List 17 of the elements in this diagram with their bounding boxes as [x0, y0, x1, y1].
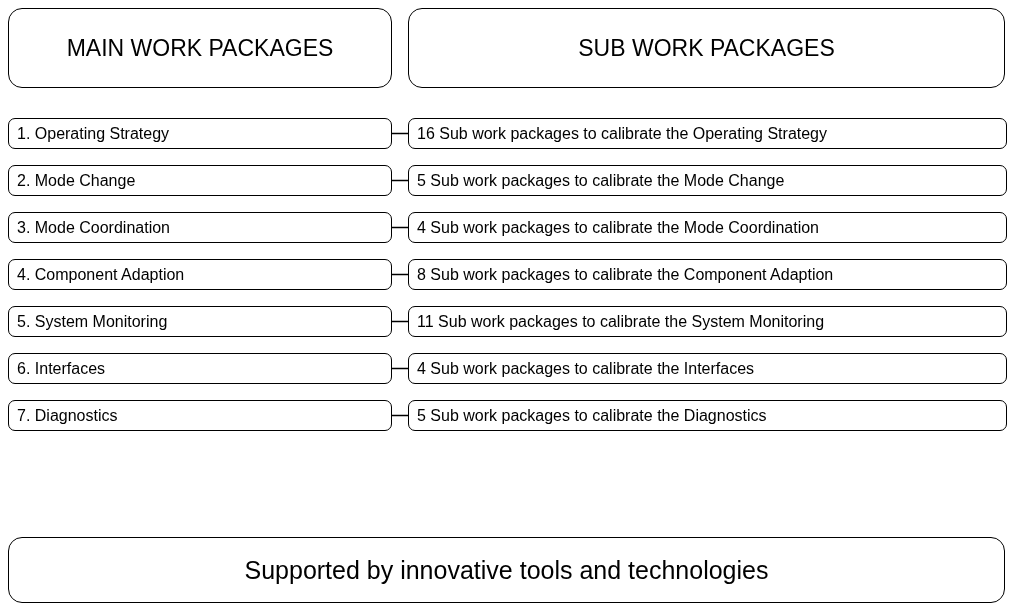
sub-package-box: 5 Sub work packages to calibrate the Mode Change: [408, 165, 1007, 196]
work-package-box: 3. Mode Coordination: [8, 212, 392, 243]
work-package-box: 4. Component Adaption: [8, 259, 392, 290]
header-box: MAIN WORK PACKAGES: [8, 8, 392, 88]
sub-package-box: 11 Sub work packages to calibrate the System Monitoring: [408, 306, 1007, 337]
work-package-box: 6. Interfaces: [8, 353, 392, 384]
header-box: SUB WORK PACKAGES: [408, 8, 1005, 88]
work-package-box: 5. System Monitoring: [8, 306, 392, 337]
work-package-box: 2. Mode Change: [8, 165, 392, 196]
sub-package-box: 4 Sub work packages to calibrate the Mode Coordination: [408, 212, 1007, 243]
sub-package-box: 8 Sub work packages to calibrate the Component Adaption: [408, 259, 1007, 290]
work-package-box: 7. Diagnostics: [8, 400, 392, 431]
sub-package-box: 4 Sub work packages to calibrate the Interfaces: [408, 353, 1007, 384]
sub-package-box: 16 Sub work packages to calibrate the Operating Strategy: [408, 118, 1007, 149]
work-package-box: 1. Operating Strategy: [8, 118, 392, 149]
footer-box: Supported by innovative tools and technologies: [8, 537, 1005, 603]
sub-package-box: 5 Sub work packages to calibrate the Diagnostics: [408, 400, 1007, 431]
